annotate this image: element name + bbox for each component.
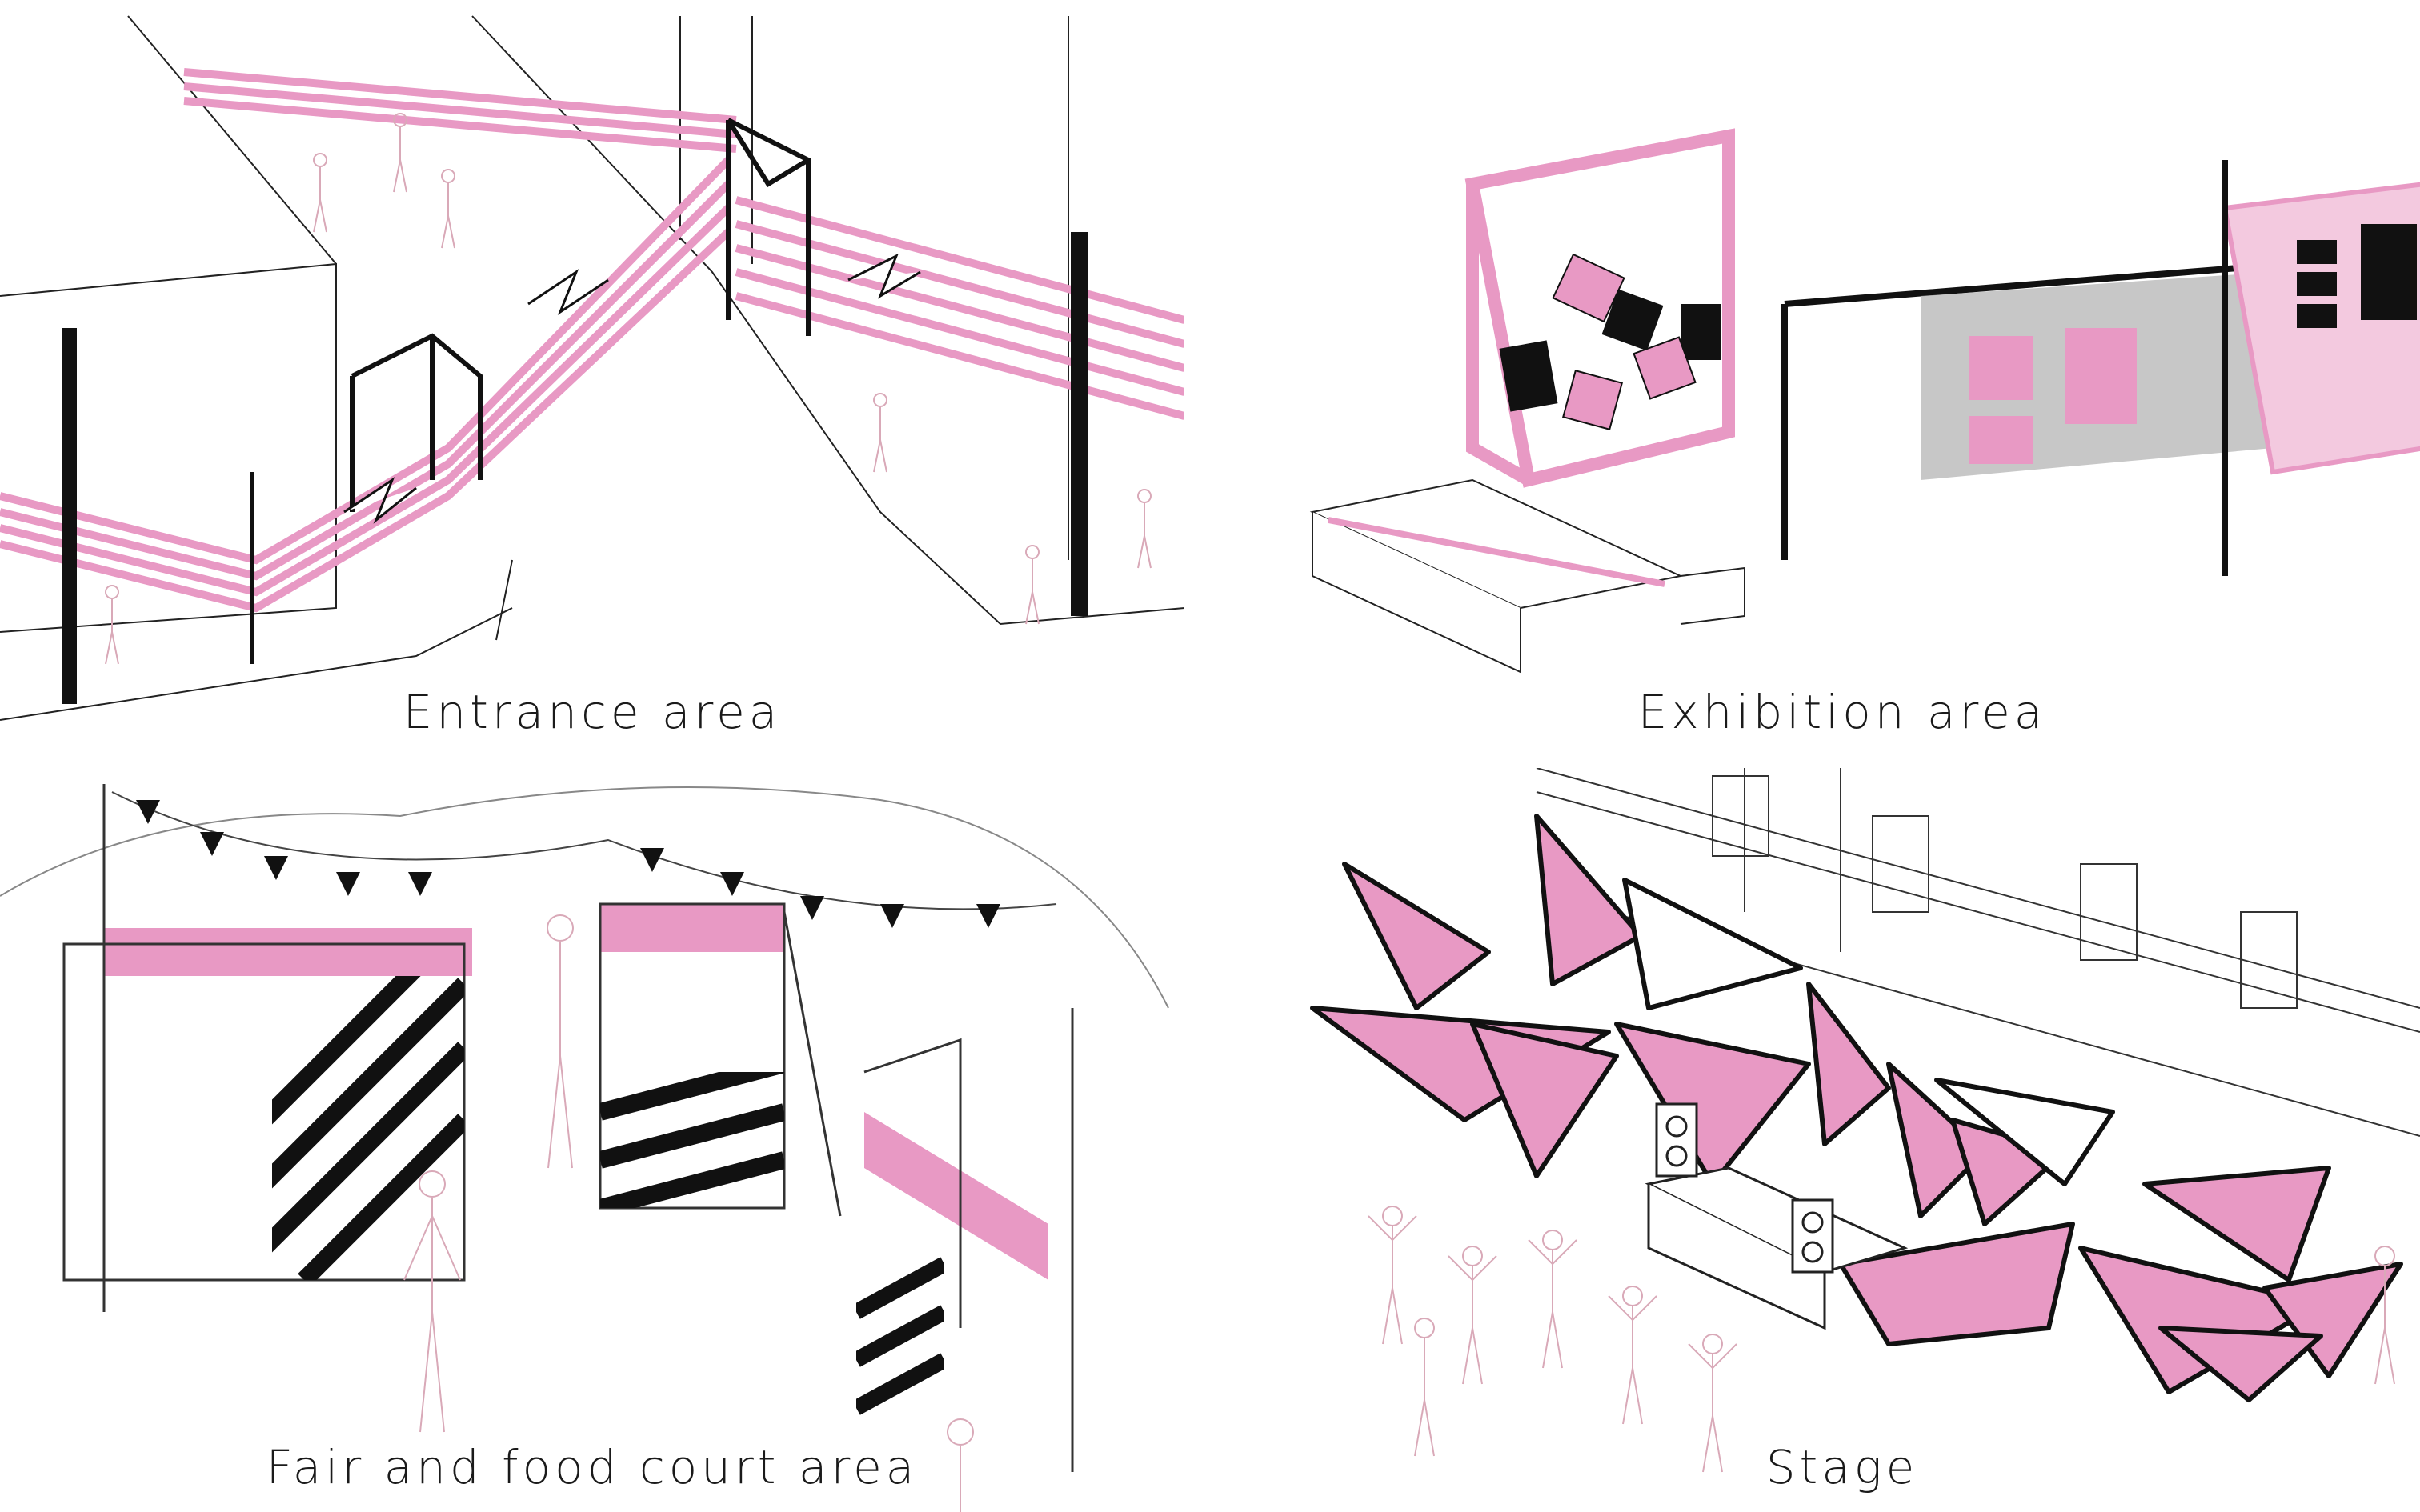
fair-stall-1 <box>62 784 472 1312</box>
stage-illustration <box>1310 768 2420 1473</box>
stage-platform <box>1645 1166 1909 1330</box>
fair-bunting <box>111 791 1057 928</box>
fair-people <box>403 914 975 1512</box>
caption-fair-food-court-area: Fair and food court area <box>266 1440 919 1494</box>
entrance-ribbons <box>0 68 1184 613</box>
caption-exhibition-area: Exhibition area <box>1637 685 2047 739</box>
entrance-people <box>105 113 1152 665</box>
panel-fair-food-court-area: Fair and food court area <box>0 768 1184 1512</box>
caption-stage: Stage <box>1765 1440 1919 1494</box>
stage-crowd <box>1368 1206 2396 1473</box>
entrance-illustration <box>0 15 1184 721</box>
exhibition-cube-installation <box>1464 128 1735 488</box>
entrance-frames <box>350 118 811 512</box>
caption-entrance-area: Entrance area <box>403 685 782 739</box>
exhibition-benches <box>1309 478 1745 674</box>
stage-speakers <box>1655 1102 1834 1274</box>
entrance-posts <box>62 232 1088 704</box>
panel-stage: Stage <box>1264 768 2420 1512</box>
fair-tree-outline <box>0 786 1169 1009</box>
exhibition-display-panels <box>1781 160 2420 576</box>
exhibition-bench-stripes <box>1328 517 1665 587</box>
panel-exhibition-area: Exhibition area <box>1264 0 2420 756</box>
fair-stall-2 <box>599 902 842 1217</box>
exhibition-illustration <box>1309 128 2420 674</box>
fair-illustration <box>0 784 1169 1512</box>
entrance-ssf-logos <box>343 253 921 524</box>
panel-entrance-area: Entrance area <box>0 0 1184 756</box>
stage-triangle-canopy <box>1310 814 2403 1402</box>
fair-stall-3 <box>856 1008 1074 1472</box>
